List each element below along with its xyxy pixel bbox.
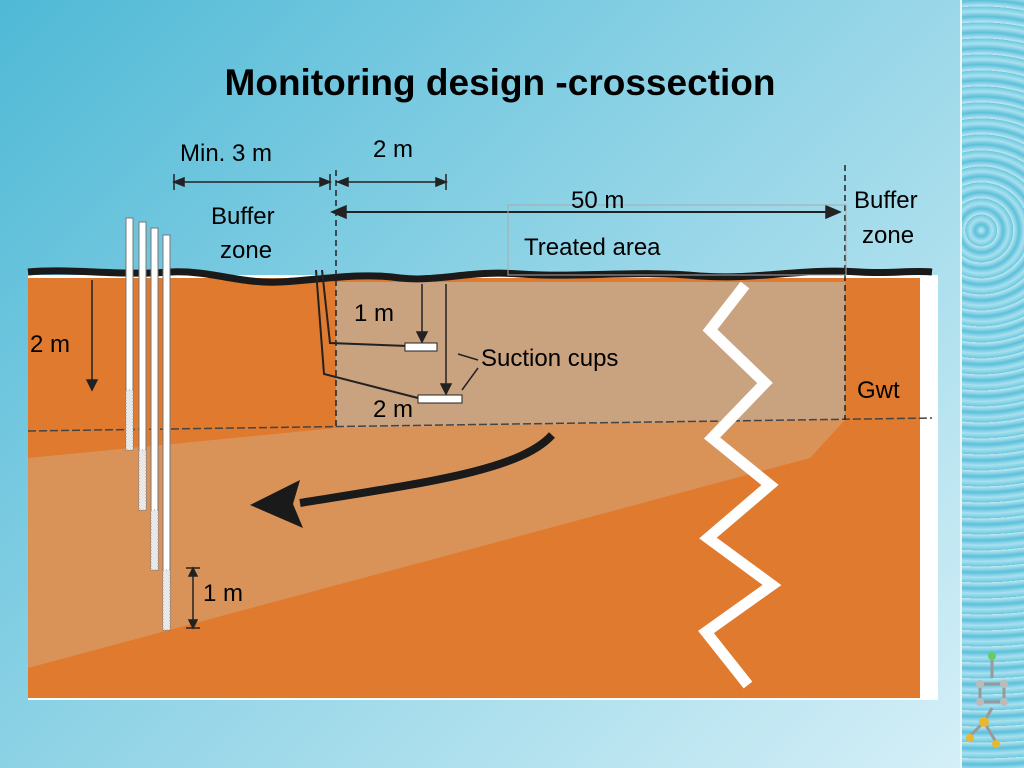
treated-area-box: [507, 204, 847, 276]
section-break-zigzag: [698, 281, 782, 689]
label-treated-area: Treated area: [524, 234, 661, 261]
well-screen: [138, 449, 147, 511]
ground-surface-line: [27, 267, 933, 286]
label-min-3m: Min. 3 m: [180, 140, 272, 167]
suction-cup-upper: [404, 342, 438, 352]
suction-cups: [315, 269, 479, 404]
well-screen: [162, 569, 171, 631]
suction-cups-pointer-upper: [457, 353, 479, 361]
label-50m: 50 m: [571, 187, 624, 214]
suction-cups-pointer-lower: [461, 367, 479, 391]
well-screen: [125, 389, 134, 451]
monitoring-wells: [125, 217, 171, 631]
label-1m-cup: 1 m: [354, 300, 394, 327]
label-buffer-zone-right-1: Buffer: [854, 187, 918, 214]
label-buffer-zone-left-1: Buffer: [211, 203, 275, 230]
molecule-icon: [966, 652, 1008, 748]
dimension-lines: [85, 174, 842, 630]
groundwater-flow-arrow: [299, 432, 555, 507]
unsaturated-zone-left: [28, 282, 336, 428]
label-2m-top: 2 m: [373, 136, 413, 163]
label-2m-left: 2 m: [30, 331, 70, 358]
groundwater-table-line: [27, 417, 933, 432]
label-buffer-zone-left-2: zone: [220, 237, 272, 264]
suction-cup-tube-upper: [321, 269, 409, 347]
flow-arrowhead: [250, 480, 303, 528]
label-suction-cups: Suction cups: [481, 345, 618, 372]
label-1m-bottom: 1 m: [203, 580, 243, 607]
label-2m-cup: 2 m: [373, 396, 413, 423]
suction-cup-tube-lower: [315, 269, 419, 399]
decorative-water-drops-strip: [960, 0, 1024, 768]
slide-title: Monitoring design -crossection: [224, 62, 776, 103]
well-screen: [150, 509, 159, 571]
plume-wedge: [28, 420, 845, 668]
suction-cup-lower: [417, 394, 463, 404]
label-buffer-zone-right-2: zone: [862, 222, 914, 249]
buffer-right-zone: [845, 282, 920, 420]
label-gwt: Gwt: [857, 377, 900, 404]
